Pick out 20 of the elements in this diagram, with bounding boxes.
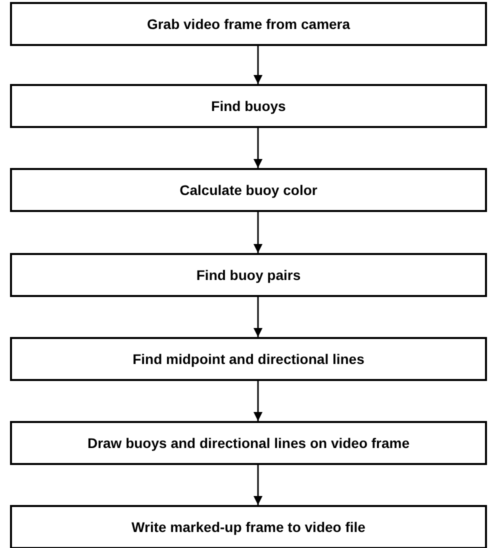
process-box bbox=[10, 337, 487, 381]
process-box bbox=[10, 421, 487, 465]
process-box bbox=[10, 505, 487, 548]
step-label: Draw buoys and directional lines on video frame bbox=[87, 435, 410, 451]
step-label: Write marked-up frame to video file bbox=[132, 519, 366, 535]
arrow bbox=[254, 128, 262, 168]
arrow bbox=[254, 212, 262, 253]
process-box bbox=[10, 253, 487, 297]
step-label: Find midpoint and directional lines bbox=[132, 351, 364, 367]
arrow bbox=[254, 297, 262, 337]
step-label: Find buoys bbox=[211, 98, 286, 114]
arrow bbox=[254, 46, 262, 84]
arrow bbox=[254, 381, 262, 421]
step-label: Calculate buoy color bbox=[180, 182, 318, 198]
step-label: Grab video frame from camera bbox=[146, 16, 350, 32]
process-box bbox=[10, 2, 487, 46]
arrow bbox=[254, 465, 262, 505]
process-box bbox=[10, 84, 487, 128]
step-label: Find buoy pairs bbox=[196, 267, 301, 283]
process-box bbox=[10, 168, 487, 212]
